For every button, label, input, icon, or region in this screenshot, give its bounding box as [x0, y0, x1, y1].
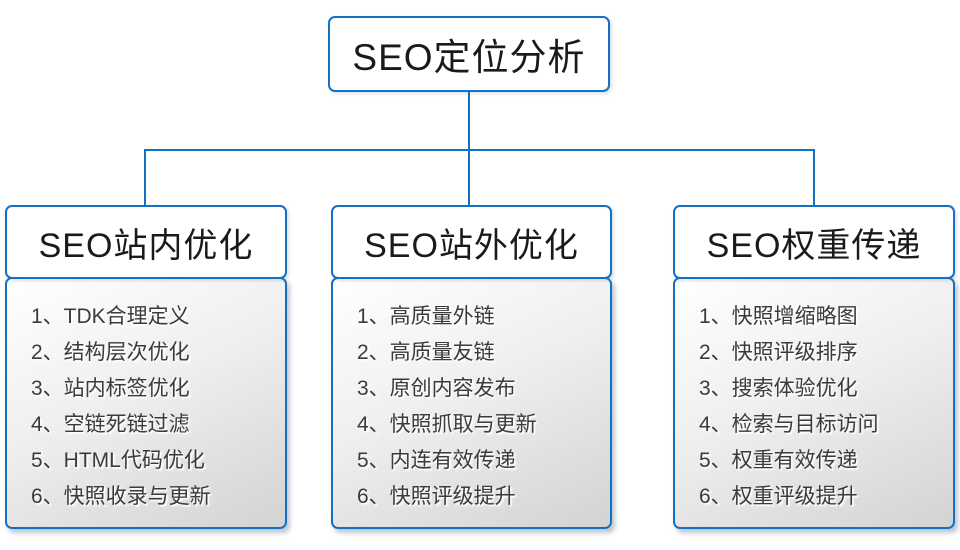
branch-title: SEO权重传递	[706, 226, 922, 265]
list-item: 5、权重有效传递	[699, 449, 858, 472]
list-item: 6、快照收录与更新	[31, 485, 211, 508]
branch-header-onsite: SEO站内优化	[5, 205, 287, 279]
branch-title: SEO站外优化	[364, 226, 579, 265]
list-item: 3、搜索体验优化	[699, 377, 858, 400]
branch-list-onsite: 1、TDK合理定义 2、结构层次优化 3、站内标签优化 4、空链死链过滤 5、H…	[5, 277, 287, 529]
list-item: 2、快照评级排序	[699, 341, 858, 364]
list-item: 4、检索与目标访问	[699, 413, 879, 436]
connector-drop-right	[813, 149, 815, 206]
list-item: 1、快照增缩略图	[699, 305, 858, 328]
list-item: 1、高质量外链	[357, 305, 495, 328]
branch-title: SEO站内优化	[38, 226, 254, 265]
branch-list-offsite: 1、高质量外链 2、高质量友链 3、原创内容发布 4、快照抓取与更新 5、内连有…	[331, 277, 612, 529]
list-item: 5、HTML代码优化	[31, 449, 205, 472]
branch-header-weight-transfer: SEO权重传递	[673, 205, 955, 279]
list-item: 2、结构层次优化	[31, 341, 190, 364]
root-node-label: SEO定位分析	[352, 37, 586, 78]
connector-crossbar	[144, 149, 815, 151]
root-node-seo-positioning: SEO定位分析	[328, 16, 610, 92]
list-item: 2、高质量友链	[357, 341, 495, 364]
connector-trunk	[468, 92, 470, 151]
list-item: 3、原创内容发布	[357, 377, 516, 400]
list-item: 4、快照抓取与更新	[357, 413, 537, 436]
connector-drop-middle	[468, 149, 470, 206]
list-item: 6、快照评级提升	[357, 485, 516, 508]
branch-header-offsite: SEO站外优化	[331, 205, 612, 279]
list-item: 5、内连有效传递	[357, 449, 516, 472]
list-item: 6、权重评级提升	[699, 485, 858, 508]
list-item: 4、空链死链过滤	[31, 413, 190, 436]
branch-list-weight-transfer: 1、快照增缩略图 2、快照评级排序 3、搜索体验优化 4、检索与目标访问 5、权…	[673, 277, 955, 529]
list-item: 1、TDK合理定义	[31, 305, 190, 328]
connector-drop-left	[144, 149, 146, 206]
list-item: 3、站内标签优化	[31, 377, 190, 400]
